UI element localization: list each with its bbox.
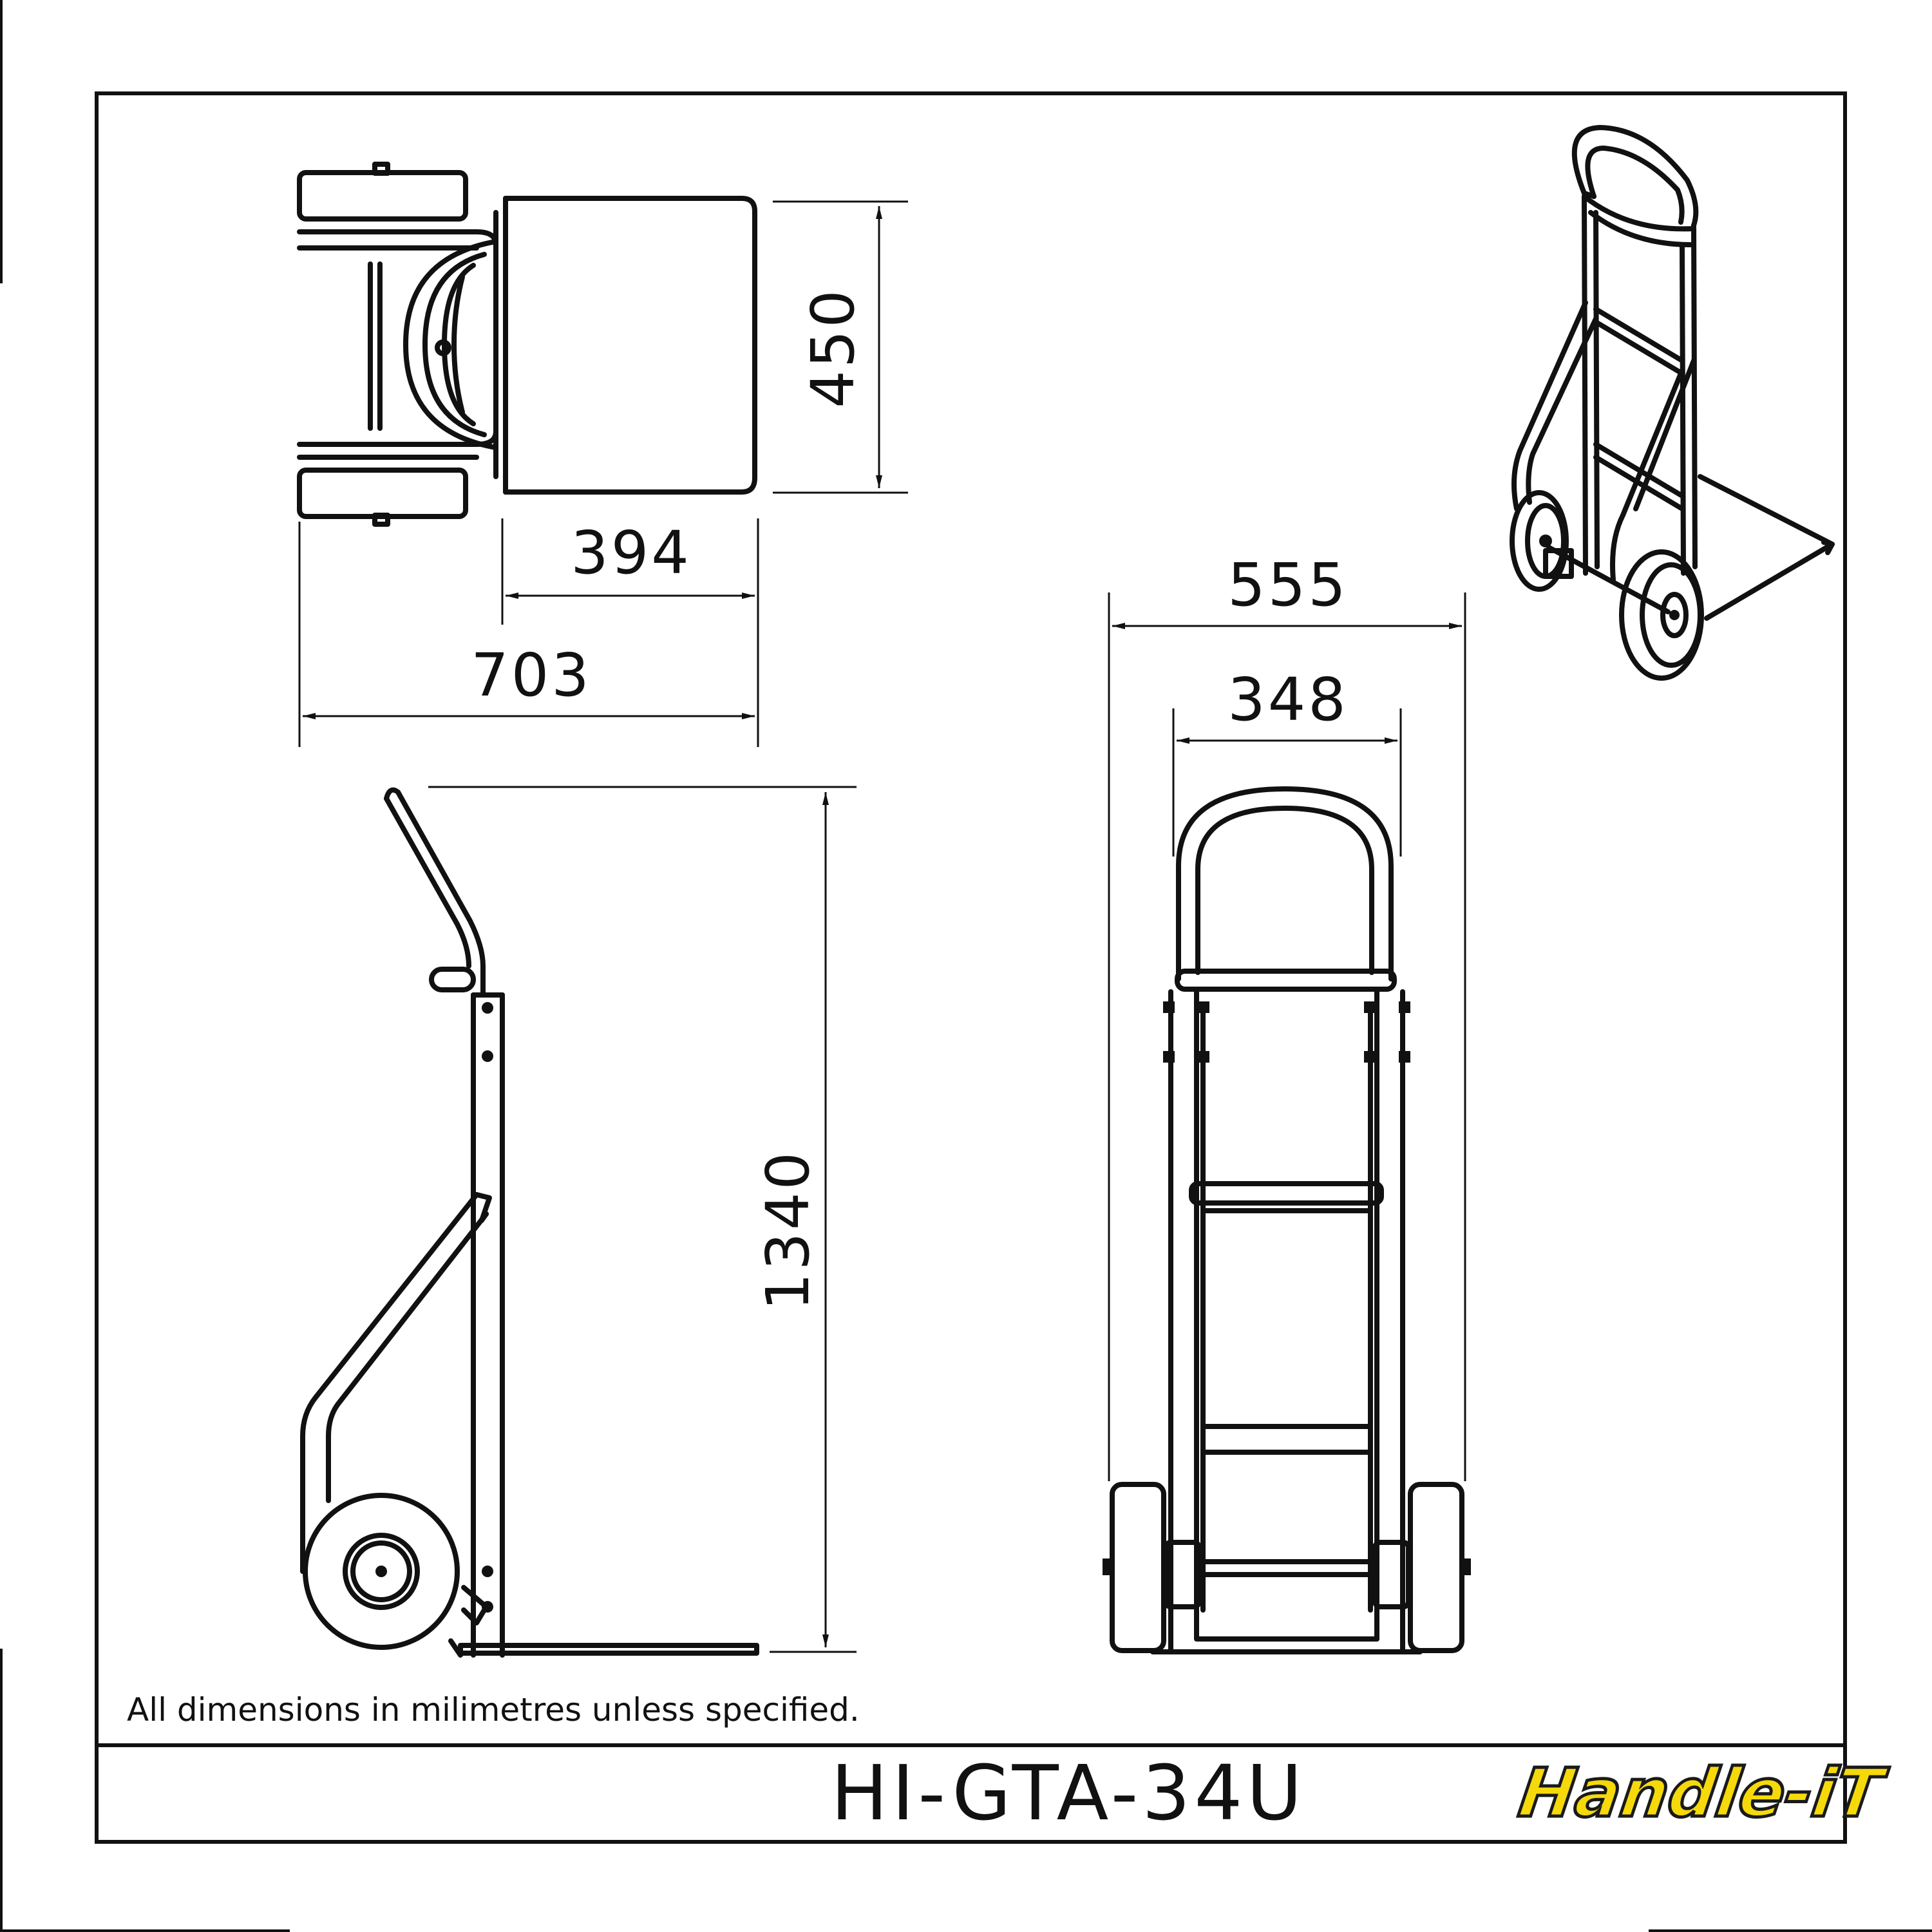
dim-top-width: 450 [799, 287, 867, 408]
units-note: All dimensions in milimetres unless spec… [127, 1691, 860, 1728]
product-code: HI-GTA-34U [831, 1748, 1306, 1837]
side-view: 1340 [300, 786, 857, 1658]
top-view: 450 394 703 [297, 162, 908, 747]
dim-height: 1340 [753, 1150, 822, 1311]
brand-logo: Handle-iT [1513, 1752, 1893, 1833]
front-view: 555 348 [1103, 551, 1471, 1654]
title-block: HI-GTA-34U Handle-iT [95, 1743, 1893, 1837]
drawing-border [95, 91, 1847, 1844]
dim-overall-depth: 703 [471, 641, 592, 710]
isometric-view [1510, 125, 1835, 681]
logo-text: Handle-iT [1515, 1754, 1892, 1832]
dim-overall-width: 555 [1227, 551, 1349, 620]
dim-platform-depth: 394 [571, 518, 692, 587]
dim-inner-width: 348 [1227, 665, 1349, 734]
